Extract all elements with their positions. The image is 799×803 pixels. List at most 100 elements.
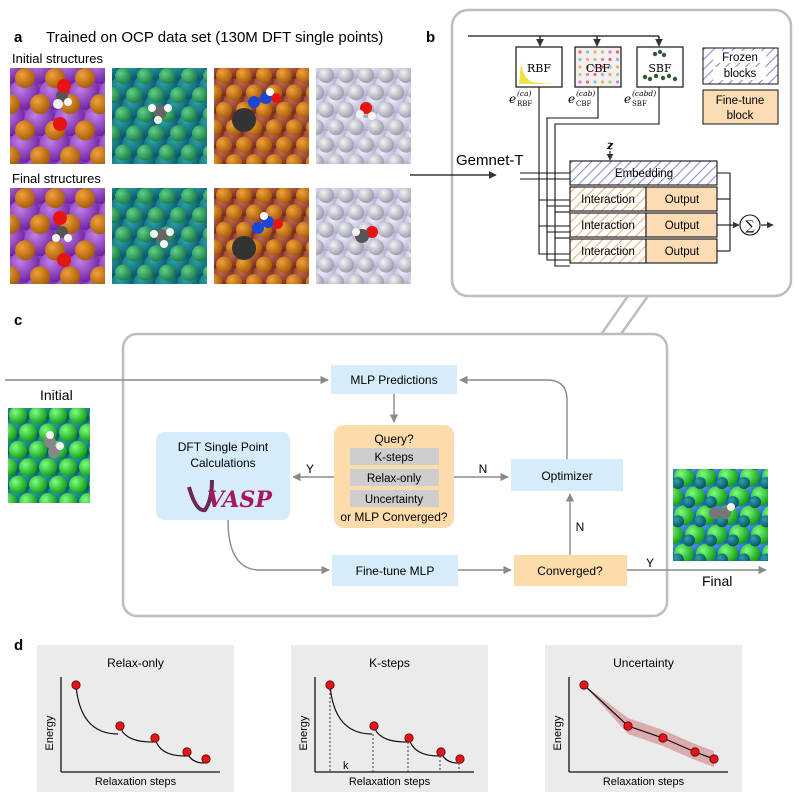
cbf-dot [608,72,612,77]
query-option-box [350,490,439,507]
panel-c-letter: c [14,312,22,329]
svg-text:e: e [509,92,516,106]
output-block [645,238,718,264]
plot-background [545,645,742,792]
energy-point [658,733,668,743]
cbf-dot [615,80,620,84]
final-structure-image [673,469,768,561]
energy-point [115,721,125,731]
cbf-dot [593,50,597,54]
cbf-dot [608,65,612,69]
plot-title: Uncertainty [613,656,674,670]
cbf-dot [593,65,597,69]
no-label-converged: N [576,520,585,534]
cbf-dot [615,72,620,77]
structure-images [10,68,411,284]
yes-label-final: Y [646,556,654,570]
legend-frozen-line2: blocks [724,68,757,80]
plot-background [37,645,234,792]
energy-point [150,733,160,743]
finetune-mlp-box [332,555,458,586]
cbf-dot [585,65,590,69]
sum-symbol: ∑ [745,219,755,234]
panel-a-title: Trained on OCP data set (130M DFT single… [46,29,383,46]
cbf-dot [600,65,605,69]
yes-label-dft: Y [306,462,314,476]
gemnet-label: Gemnet-T [456,152,524,169]
e-sbf-label: e (cabd) SBF [624,89,656,108]
cbf-dot [615,50,620,54]
energy-point [690,747,700,757]
vasp-text: VASP [207,487,273,513]
interaction-label: Interaction [581,220,635,232]
panel-c: c Initial MLP Predictions Query? K-steps… [5,296,768,618]
energy-point [579,680,589,690]
converged-label: Converged? [537,564,603,578]
no-label-optimizer: N [479,462,488,476]
energy-point [71,680,81,690]
svg-text:(cab): (cab) [576,89,595,98]
svg-text:RBF: RBF [517,100,532,108]
output-label: Output [665,246,700,258]
cbf-dot [578,57,582,62]
y-axis-label: Energy [552,715,564,750]
vasp-logo: VASP [187,479,273,513]
cbf-dot [593,57,597,62]
cbf-dot [608,80,612,84]
z-label: z [606,139,614,152]
query-footer: or MLP Converged? [340,510,448,524]
cbf-dot [585,72,590,77]
query-option-box [350,448,439,465]
svg-text:CBF: CBF [576,100,592,108]
initial-structures-label: Initial structures [12,51,104,66]
legend-finetune-swatch [702,89,779,125]
plot-title: Relax-only [107,656,164,670]
output-label: Output [665,194,700,206]
cbf-dot [578,80,582,84]
cbf-dot [578,72,582,77]
cbf-dot [600,50,605,54]
svg-text:(ca): (ca) [517,89,532,98]
cbf-dot [585,80,590,84]
panel-d-letter: d [14,637,23,654]
legend: Frozen blocks Fine-tune block [702,47,779,125]
cbf-dot [578,65,582,69]
sum-node [739,214,761,236]
query-title: Query? [374,432,414,446]
cbf-dot [608,50,612,54]
energy-curve-segment [329,684,373,735]
cbf-dot [585,57,590,62]
sbf-block: SBF [636,46,684,88]
legend-finetune-line2: block [727,110,754,122]
cbf-dot [615,65,620,69]
dft-line2: Calculations [190,456,255,470]
query-option-label: Relax-only [367,473,422,485]
energy-point [709,754,719,764]
embedding-label: Embedding [615,168,673,180]
energy-point [623,721,633,731]
energy-point [201,754,211,764]
rbf-label: RBF [527,62,551,75]
cbf-dot [593,80,597,84]
converged-box [514,555,627,586]
cbf-dot [585,50,590,54]
plot-title: K-steps [369,656,410,670]
mlp-predictions-label: MLP Predictions [350,373,437,387]
cbf-dot [593,72,597,77]
final-label: Final [702,573,732,589]
cbf-label: CBF [586,62,611,75]
svg-text:(cabd): (cabd) [632,89,656,98]
plot-background [291,645,488,792]
panel-a: a Trained on OCP data set (130M DFT sing… [10,29,411,284]
optimizer-box [511,459,623,491]
energy-point [182,747,192,757]
x-axis-label: Relaxation steps [603,776,685,788]
energy-point [369,721,379,731]
energy-curve-segment [75,684,119,735]
cbf-dot [578,50,582,54]
query-option-label: K-steps [375,452,414,464]
energy-point [404,733,414,743]
